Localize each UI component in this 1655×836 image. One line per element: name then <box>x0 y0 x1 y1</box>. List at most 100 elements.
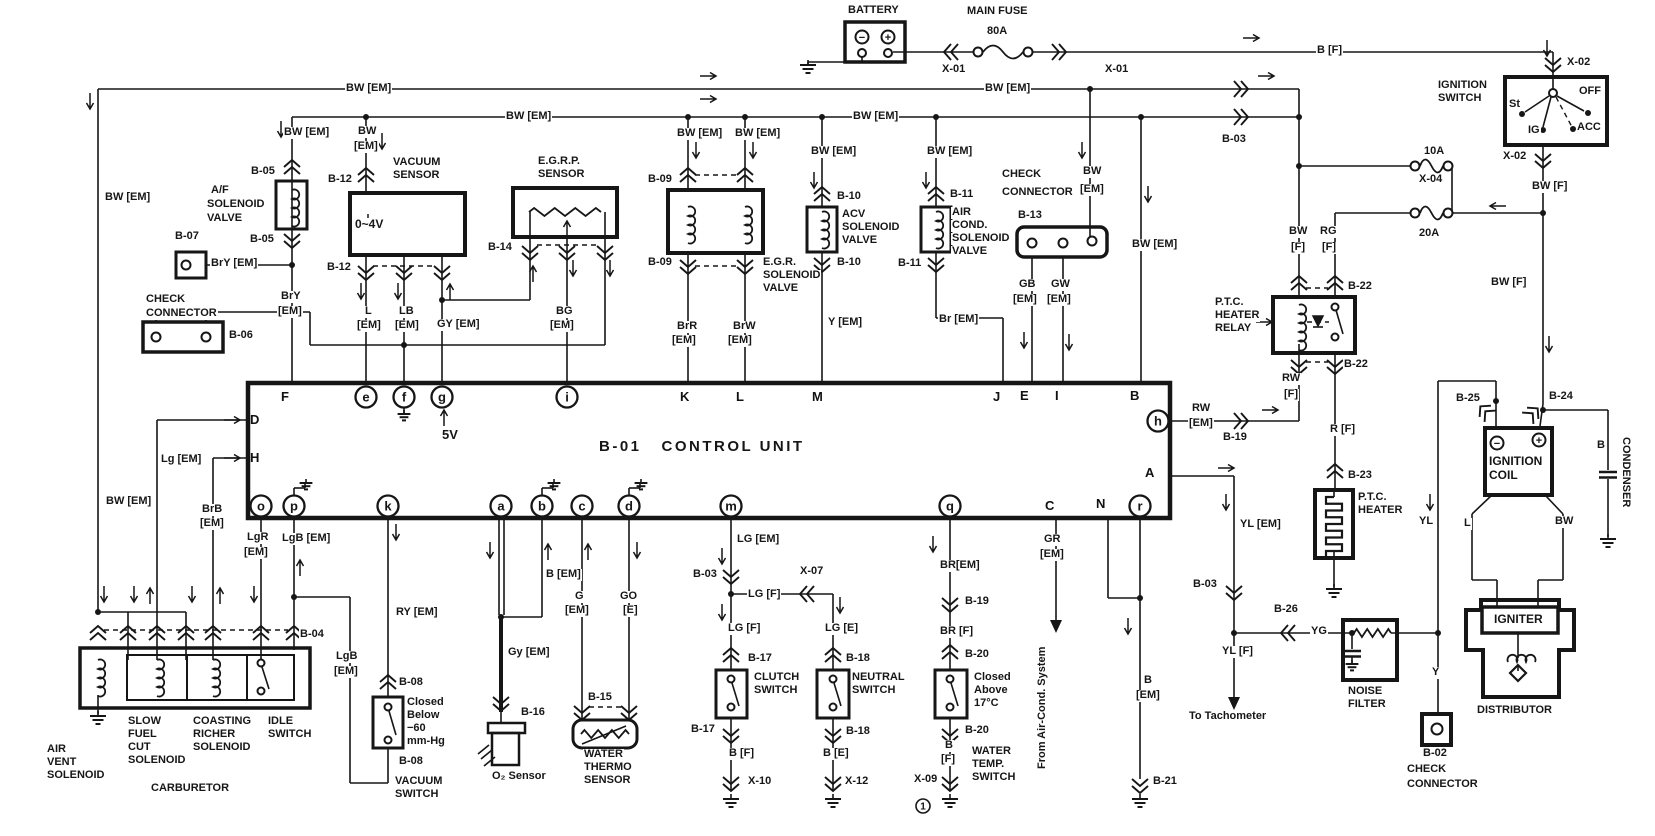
label-distributor: DISTRIBUTOR <box>1476 704 1553 717</box>
label-e-g-r-p: E.G.R.P. <box>537 155 581 168</box>
flow-arrow <box>1425 494 1435 512</box>
junction-dot <box>1137 595 1143 601</box>
flow-arrow <box>632 542 642 560</box>
connector-chevron <box>1290 274 1308 291</box>
connector-chevron <box>357 265 375 282</box>
connector-chevron <box>89 624 107 641</box>
pin-g-letter: g <box>438 390 446 405</box>
label-x-02: X-02 <box>1566 56 1592 69</box>
label-b-18: B-18 <box>845 725 871 738</box>
label-p-t-c: P.T.C. <box>1214 296 1245 309</box>
label-b-26: B-26 <box>1273 603 1299 616</box>
ignition-switch-box <box>1503 75 1609 147</box>
water-thermo-box <box>571 718 639 750</box>
terminal-circle <box>383 735 393 745</box>
wire <box>581 725 627 745</box>
label-relay: RELAY <box>1214 322 1253 335</box>
label-bw-em: BW [EM] <box>852 110 900 123</box>
label-heater: HEATER <box>1214 309 1261 322</box>
label-brb: BrB <box>201 503 224 516</box>
label-solenoid: SOLENOID <box>192 741 252 754</box>
label-bw-em: BW [EM] <box>984 82 1032 95</box>
flow-arrow <box>700 71 718 81</box>
flow-arrow <box>295 558 305 576</box>
label-bw-em: BW [EM] <box>283 126 331 139</box>
label-em: [EM] <box>356 319 382 332</box>
polarity-circle <box>1531 432 1547 448</box>
af-solenoid-box <box>274 179 309 231</box>
label-yg: YG <box>1310 625 1328 638</box>
label-br-f: BR [F] <box>939 625 974 638</box>
flow-arrow <box>445 282 455 300</box>
junction-dot <box>1585 110 1591 116</box>
terminal-circle <box>1330 332 1340 342</box>
terminal-circle <box>383 702 393 712</box>
junction-dot <box>819 114 825 120</box>
label-0-4v: 0~4V <box>354 217 385 231</box>
label-igniter: IGNITER <box>1493 612 1544 626</box>
terminal-circle <box>1026 237 1038 249</box>
pin-e <box>354 385 378 409</box>
connector-chevron <box>813 185 831 202</box>
connector-chevron <box>1131 778 1149 795</box>
pin-g <box>430 385 454 409</box>
label-b-22: B-22 <box>1343 358 1369 371</box>
label-x-12: X-12 <box>844 775 870 788</box>
connector-chevron <box>941 776 959 793</box>
flow-arrow <box>1221 494 1231 512</box>
label-go: GO <box>619 590 639 603</box>
terminal-circle <box>828 702 838 712</box>
terminal-circle <box>1409 160 1421 172</box>
b13-connector-box <box>1015 225 1109 259</box>
resistor-symbol <box>528 206 602 218</box>
pin-i-letter: I <box>1055 388 1059 403</box>
label-lg-e: LG [E] <box>824 622 859 635</box>
coil-symbol <box>1296 303 1307 352</box>
label-sensor: SENSOR <box>583 774 632 787</box>
coil-symbol <box>210 658 221 698</box>
connector-chevron <box>492 696 510 713</box>
label-valve: VALVE <box>206 212 244 225</box>
label-bw: BW <box>1288 225 1309 238</box>
connector-chevron <box>927 185 945 202</box>
connector-chevron <box>1534 153 1552 170</box>
label-water: WATER <box>583 748 624 761</box>
flow-arrow <box>1488 201 1506 211</box>
label-b-em: B [EM] <box>545 568 582 581</box>
b06-connector-box <box>141 320 225 354</box>
flow-arrow <box>377 133 387 151</box>
connector-chevron <box>722 776 740 793</box>
control-unit-box <box>245 380 1173 521</box>
label-sensor: SENSOR <box>392 169 441 182</box>
label-bw-em: BW [EM] <box>926 145 974 158</box>
junction-dot <box>1349 630 1355 636</box>
label-x-04: X-04 <box>1418 173 1444 186</box>
connector-chevron <box>798 585 815 603</box>
terminal-circle <box>857 48 867 58</box>
label-coasting: COASTING <box>192 715 253 728</box>
label-b-25: B-25 <box>1455 392 1481 405</box>
label-lg-f: LG [F] <box>747 588 782 601</box>
flow-arrow <box>700 94 718 104</box>
label-lg-em: Lg [EM] <box>160 453 203 466</box>
label-y-em: Y [EM] <box>827 316 864 329</box>
connector-chevron <box>941 643 959 660</box>
label-br-em: BR[EM] <box>939 559 981 572</box>
label-bw-em: BW [EM] <box>104 191 152 204</box>
flow-arrow <box>145 586 155 604</box>
wire <box>950 682 959 707</box>
label-connector: CONNECTOR <box>1001 186 1074 199</box>
label-b-24: B-24 <box>1548 390 1574 403</box>
junction-dot <box>1296 114 1302 120</box>
control-unit-title: B-01 CONTROL UNIT <box>598 438 806 455</box>
label-rw: RW <box>1281 372 1302 385</box>
coil-symbol <box>742 205 753 245</box>
label-10a: 10A <box>1423 145 1446 158</box>
label-coil: COIL <box>1488 468 1519 482</box>
connector-chevron <box>1544 57 1562 74</box>
egr-solenoid-box <box>666 188 765 255</box>
label-bw-f: BW [F] <box>1531 180 1569 193</box>
flow-arrow <box>187 586 197 604</box>
